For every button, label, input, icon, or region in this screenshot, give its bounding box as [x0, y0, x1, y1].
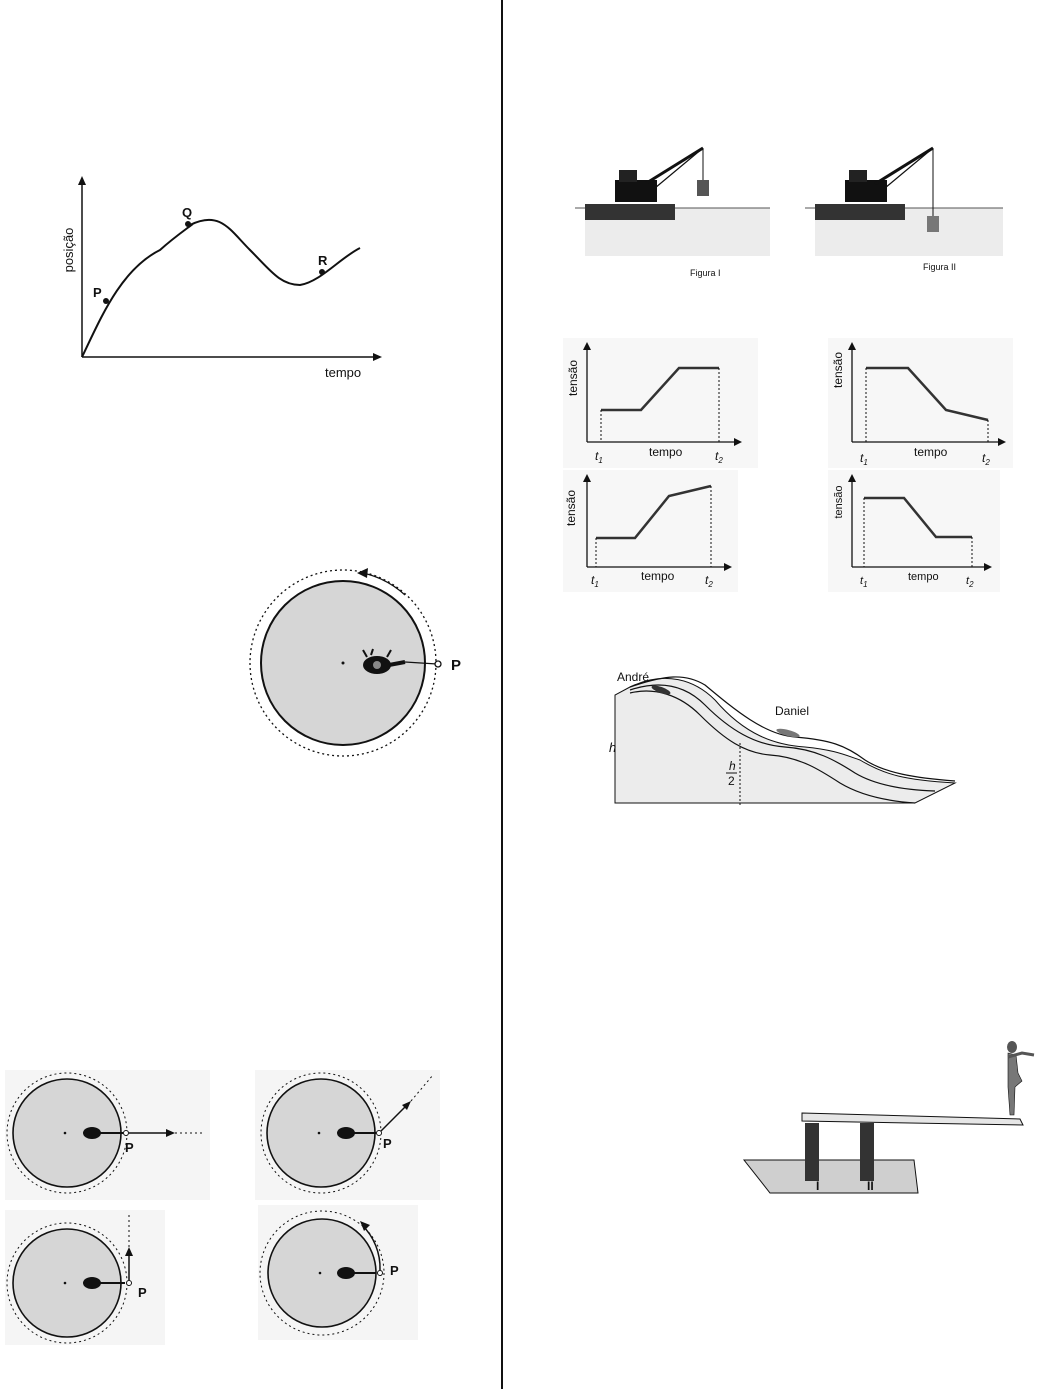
tension-graph-d: tensão tempo t1 t2 [828, 470, 1000, 592]
x-axis-label: tempo [641, 569, 675, 583]
point-p-label: P [138, 1285, 147, 1300]
y-axis-label: tensão [564, 490, 578, 526]
support-1-label: I [816, 1179, 819, 1193]
position-curve [82, 220, 360, 357]
tension-graph-a: tensão tempo t1 t2 [563, 338, 758, 468]
h-half-denominator: 2 [728, 774, 735, 788]
position-time-graph: posição tempo P Q R [60, 170, 400, 390]
diver-icon [1007, 1041, 1034, 1115]
y-axis-label: tensão [833, 485, 845, 518]
disk-option-d: P [258, 1205, 418, 1340]
column-divider [501, 0, 503, 1389]
x-axis-label: tempo [908, 571, 939, 583]
support-2-label: II [867, 1179, 874, 1193]
water-slide-figure: André Daniel h h 2 [605, 665, 965, 810]
tension-graph-b: tensão tempo t1 t2 [828, 338, 1013, 468]
person-daniel-icon [776, 727, 801, 739]
andre-label: André [617, 670, 649, 684]
tension-graph-c: tensão tempo t1 t2 [563, 470, 738, 592]
point-p-label: P [93, 285, 102, 300]
point-p-label: P [383, 1136, 392, 1151]
x-axis-label: tempo [649, 445, 683, 459]
h-half-numerator: h [729, 759, 736, 773]
point-p-label: P [451, 657, 461, 674]
point-p-label: P [125, 1140, 134, 1155]
point-r-label: R [318, 253, 328, 268]
crane-figure-1: Figura I [575, 140, 770, 285]
point-r-marker [319, 269, 325, 275]
rotation-arrow-icon [357, 568, 368, 578]
y-axis-label: tensão [831, 352, 845, 388]
point-p-label: P [390, 1263, 399, 1278]
x-axis-label: tempo [325, 365, 361, 380]
h-label: h [609, 740, 616, 755]
disk-option-c: P [5, 1210, 165, 1345]
y-axis-label: posição [61, 228, 76, 273]
point-q-marker [185, 221, 191, 227]
diving-board-figure: I II [740, 1035, 1035, 1200]
crane-icon [615, 148, 709, 202]
disk-option-a: P [5, 1070, 210, 1200]
point-p-marker [103, 298, 109, 304]
point-q-label: Q [182, 205, 192, 220]
fig2-caption: Figura II [923, 262, 956, 272]
daniel-label: Daniel [775, 704, 809, 718]
crane-figure-2: Figura II [805, 140, 1005, 285]
fig1-caption: Figura I [690, 268, 721, 278]
x-axis-label: tempo [914, 445, 948, 459]
rotating-disk-figure: P [245, 565, 475, 765]
disk-option-b: P [255, 1070, 440, 1200]
y-axis-label: tensão [566, 360, 580, 396]
